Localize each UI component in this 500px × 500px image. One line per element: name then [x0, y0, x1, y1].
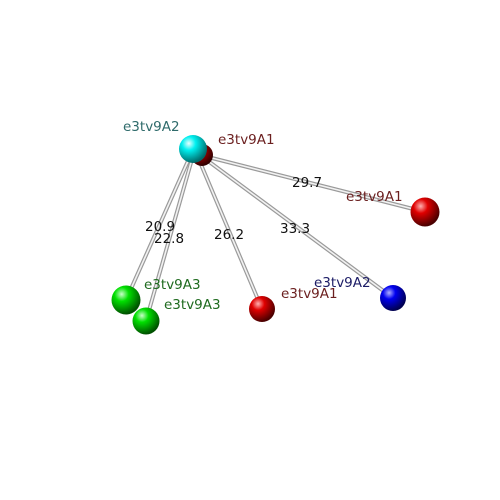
label-blue: e3tv9A2 — [314, 275, 371, 291]
distance-line-green-left — [124, 151, 194, 301]
distance-label-right: 29.7 — [292, 175, 322, 191]
label-red-bottom: e3tv9A1 — [281, 286, 338, 302]
distance-line-blue — [198, 153, 395, 300]
atom-red-bottom — [249, 296, 275, 322]
atom-blue — [380, 285, 406, 311]
distance-label-green-left: 20.9 — [145, 219, 175, 235]
label-red-right: e3tv9A1 — [346, 189, 403, 205]
atom-green-right — [132, 307, 160, 335]
distance-label-green-right: 22.8 — [154, 231, 184, 247]
distance-lines — [124, 151, 426, 322]
atom-red-right — [410, 197, 440, 227]
distance-line-right — [199, 153, 426, 214]
label-green-left: e3tv9A3 — [144, 277, 201, 293]
distance-label-blue: 33.3 — [280, 221, 310, 237]
atom-cyan-center — [179, 135, 207, 163]
atom-green-left — [111, 285, 141, 315]
label-green-right: e3tv9A3 — [164, 297, 221, 313]
distance-label-bottom: 26.2 — [214, 227, 244, 243]
distance-line-green-right — [144, 151, 196, 322]
distance-line-bottom — [195, 154, 264, 310]
label-cyan-center: e3tv9A2 — [123, 119, 180, 135]
label-red-center: e3tv9A1 — [218, 132, 275, 148]
